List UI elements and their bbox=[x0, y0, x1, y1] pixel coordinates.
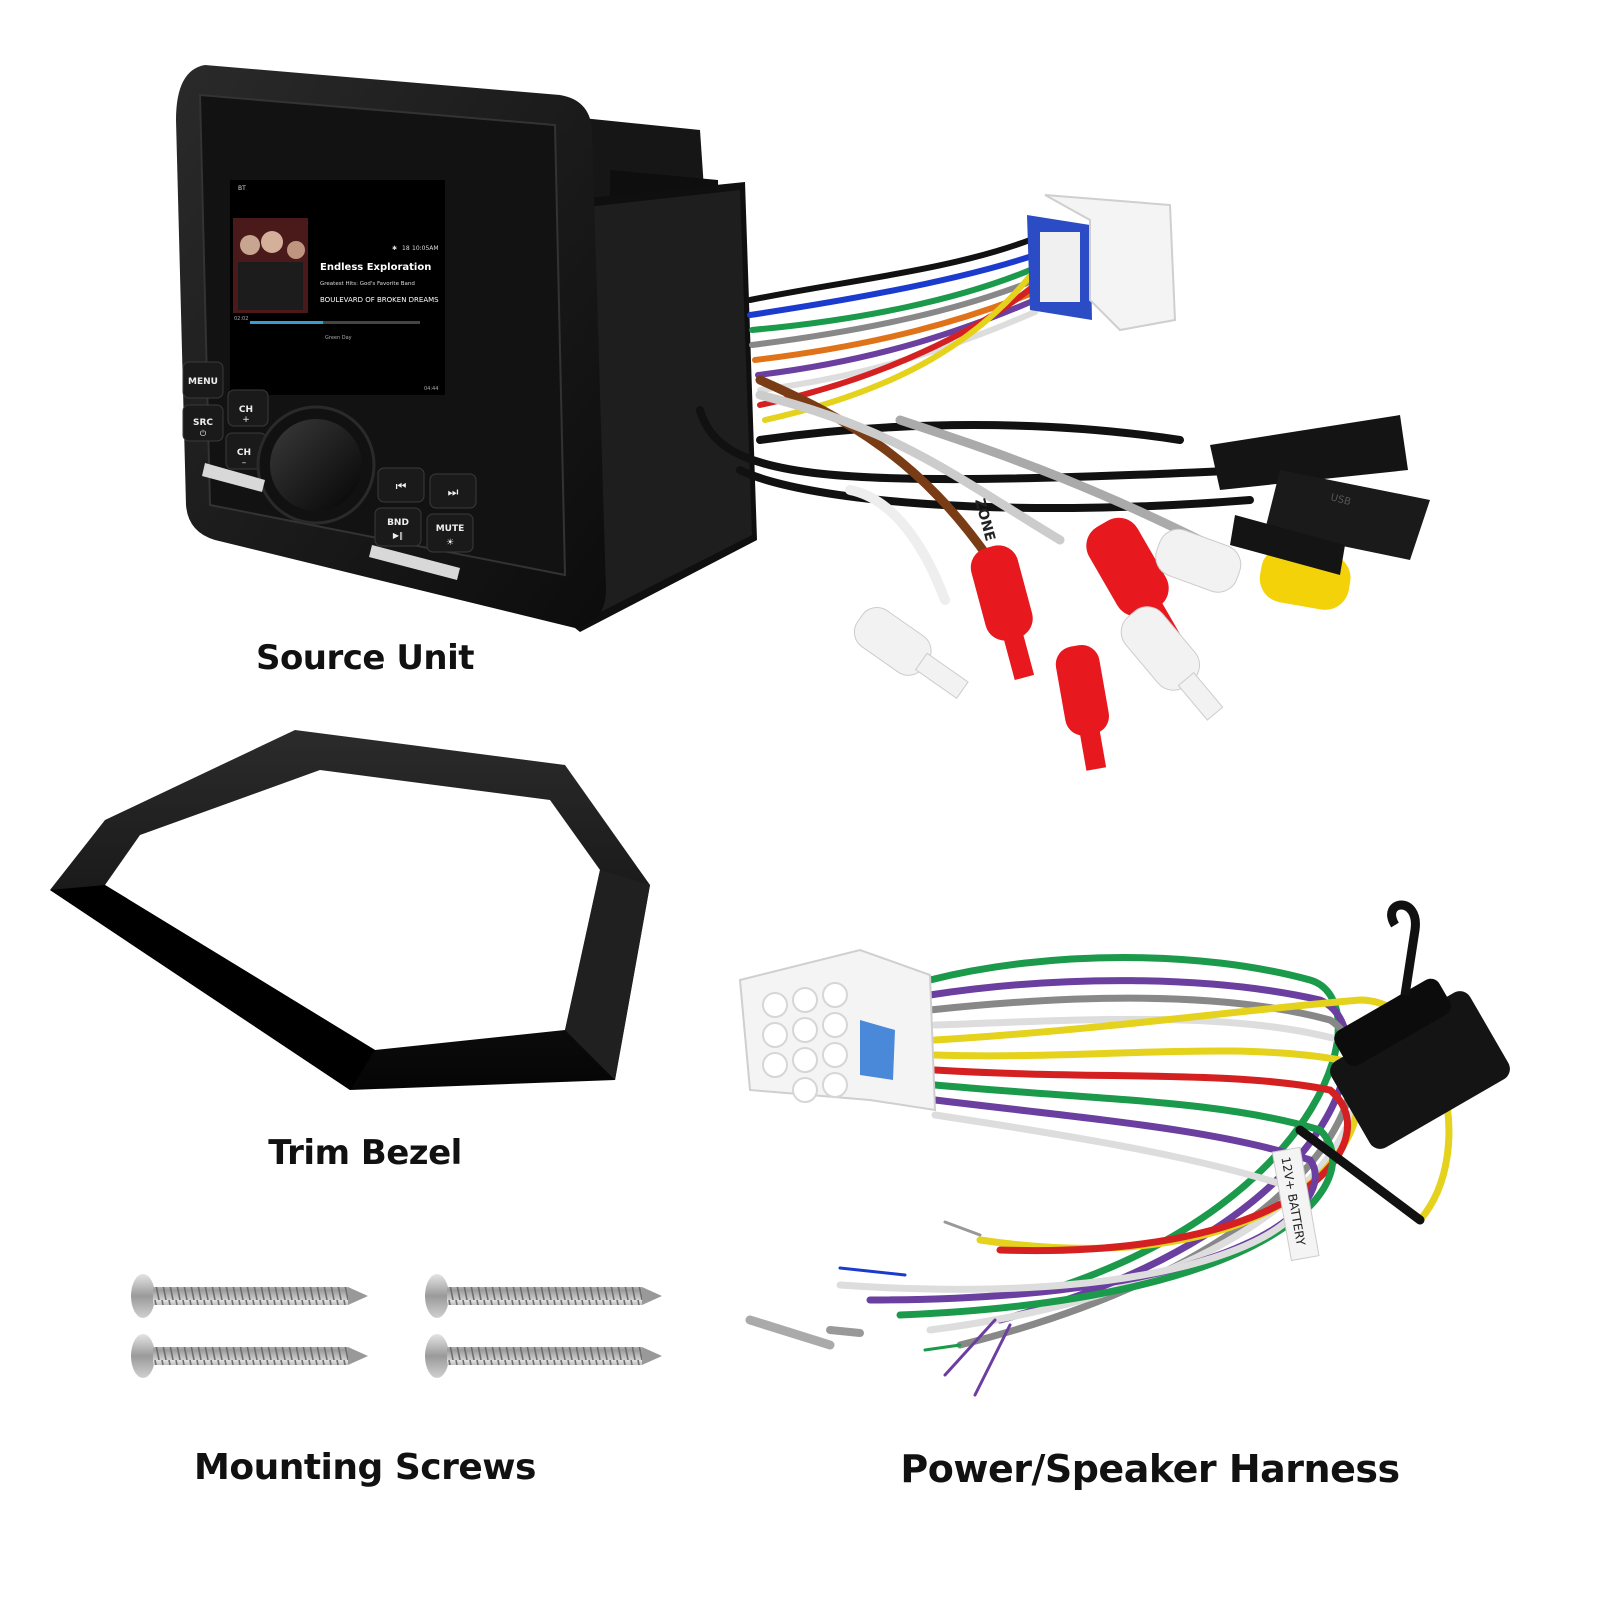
fuse-holder bbox=[1330, 978, 1510, 1149]
plus-icon: + bbox=[242, 415, 250, 425]
screen-bt-icon: ✱ bbox=[392, 245, 397, 252]
progress-track bbox=[250, 321, 420, 324]
svg-text:CH: CH bbox=[239, 405, 253, 415]
brightness-icon: ☀ bbox=[446, 538, 454, 548]
wiring-connector-top bbox=[1027, 194, 1177, 332]
svg-text:BND: BND bbox=[387, 518, 409, 528]
src-button[interactable]: SRC ⏻ bbox=[182, 404, 224, 442]
screen-artist: Green Day bbox=[325, 335, 352, 341]
screen-elapsed: 02:02 bbox=[234, 316, 248, 322]
screen-source: BT bbox=[238, 185, 246, 192]
prev-track-button[interactable]: ⏮ bbox=[377, 467, 425, 503]
screen-clock: 10:05AM bbox=[412, 245, 439, 252]
svg-text:CH: CH bbox=[237, 448, 251, 458]
menu-button[interactable]: MENU bbox=[182, 361, 224, 399]
screw-4 bbox=[425, 1334, 662, 1378]
led-bar-right bbox=[369, 545, 460, 580]
progress-fill bbox=[250, 321, 324, 324]
power-speaker-harness: 12V+ BATTERY bbox=[738, 900, 1510, 1397]
trim-bezel-caption: Trim Bezel bbox=[268, 1133, 462, 1173]
mounting-screws bbox=[131, 1274, 662, 1378]
screen-volume: 18 bbox=[402, 245, 410, 252]
source-unit-caption: Source Unit bbox=[255, 638, 475, 678]
usb-aux-plugs: USB bbox=[1210, 415, 1430, 575]
screw-1 bbox=[131, 1274, 368, 1318]
mute-button[interactable]: MUTE ☀ bbox=[426, 513, 474, 553]
mounting-screws-caption: Mounting Screws bbox=[194, 1447, 536, 1488]
bnd-button[interactable]: BND ▶‖ bbox=[374, 507, 422, 547]
screen-line2: BOULEVARD OF BROKEN DREAMS bbox=[320, 296, 439, 304]
screen-line1: Greatest Hits: God's Favorite Band bbox=[320, 281, 415, 287]
power-icon: ⏻ bbox=[200, 429, 207, 438]
screen-title: Endless Exploration bbox=[320, 262, 431, 273]
led-bar-left bbox=[202, 463, 265, 492]
next-track-button[interactable]: ⏭ bbox=[429, 473, 477, 509]
screen-total: 04:44 bbox=[424, 386, 438, 392]
play-pause-icon: ▶‖ bbox=[393, 531, 403, 540]
screw-2 bbox=[131, 1334, 368, 1378]
source-unit: BT ✱ 18 10:05AM Endless Exploration Grea… bbox=[176, 65, 757, 632]
trim-bezel bbox=[50, 730, 650, 1090]
next-icon: ⏭ bbox=[448, 485, 459, 499]
svg-text:MENU: MENU bbox=[188, 377, 218, 387]
minus-icon: – bbox=[242, 458, 247, 468]
volume-knob[interactable] bbox=[256, 405, 376, 525]
svg-text:SRC: SRC bbox=[193, 418, 213, 428]
prev-icon: ⏮ bbox=[396, 479, 407, 493]
harness-caption: Power/Speaker Harness bbox=[900, 1447, 1400, 1491]
screw-3 bbox=[425, 1274, 662, 1318]
usb-label: USB bbox=[1329, 492, 1352, 508]
rear-wiring bbox=[696, 237, 1254, 605]
ch-up-button[interactable]: CH + bbox=[227, 389, 269, 427]
svg-text:MUTE: MUTE bbox=[436, 524, 465, 534]
